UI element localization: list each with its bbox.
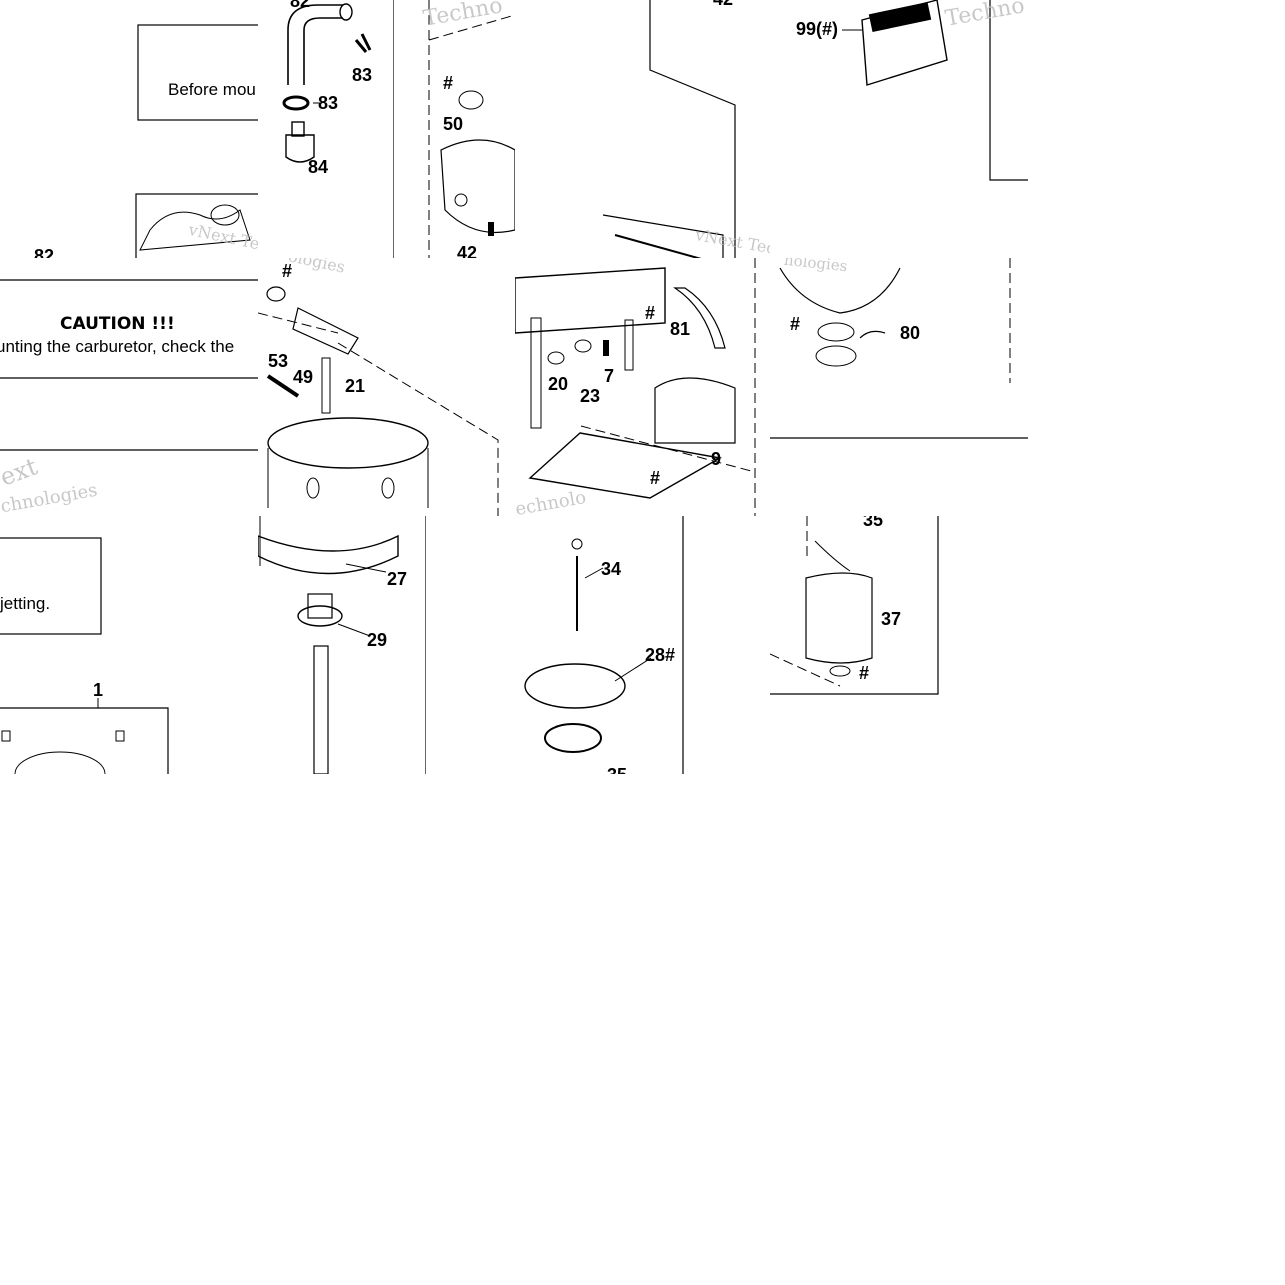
callout-83-a: 83 bbox=[352, 65, 373, 85]
callout-83-b: 83 bbox=[318, 93, 339, 113]
callout-29: 29 bbox=[367, 630, 388, 650]
callout-82-left: 82 bbox=[34, 246, 55, 258]
tile-cover-35-37: 35 37 # bbox=[770, 516, 1028, 774]
callout-53: 53 bbox=[268, 351, 289, 371]
callout-23: 23 bbox=[580, 386, 601, 406]
tile-hose-parts: 82 83 83 84 bbox=[258, 0, 393, 258]
caution-tile: CAUTION !!! unting the carburetor, check… bbox=[0, 258, 258, 516]
tile-top-frame: 42 vNext Tec bbox=[515, 0, 770, 258]
tile-carb-body-top: # 50 42 Techno bbox=[393, 0, 515, 258]
tile-needle-34-28: # 34 28# 35 bbox=[425, 516, 770, 774]
jetting-frame bbox=[0, 537, 169, 774]
frame-lines bbox=[602, 0, 736, 258]
callout-81: 81 bbox=[670, 319, 691, 339]
callout-42-top: 42 bbox=[713, 0, 733, 8]
callout-7: 7 bbox=[604, 366, 615, 386]
caution-body: unting the carburetor, check the bbox=[0, 337, 235, 356]
callout-27: 27 bbox=[387, 569, 408, 589]
tile-jets-53-49-21: # 53 49 21 ologies bbox=[258, 258, 515, 516]
carb-body-drawing bbox=[393, 0, 515, 258]
callout-9: 9 bbox=[711, 449, 722, 469]
callout-hash-50: # bbox=[443, 73, 454, 93]
tile-fitting-80: # 80 nologies bbox=[770, 258, 1028, 516]
callout-hash-53: # bbox=[282, 261, 293, 281]
needle-valve-drawing bbox=[515, 258, 756, 516]
tile-jetting-note: jetting. 1 bbox=[0, 516, 258, 774]
callout-99: 99(#) bbox=[796, 19, 839, 39]
callout-37: 37 bbox=[881, 609, 902, 629]
bowl-drawing bbox=[258, 516, 399, 774]
callout-hash-37: # bbox=[859, 663, 870, 683]
hose-drawing bbox=[282, 3, 372, 163]
caution-title: CAUTION !!! bbox=[60, 314, 175, 334]
note-jetting: jetting. bbox=[0, 594, 51, 613]
callout-80: 80 bbox=[900, 323, 921, 343]
callout-hash-81: # bbox=[645, 303, 656, 323]
callout-42: 42 bbox=[457, 243, 478, 258]
callout-20: 20 bbox=[548, 374, 569, 394]
callout-84: 84 bbox=[308, 157, 329, 177]
callout-49: 49 bbox=[293, 367, 314, 387]
callout-34: 34 bbox=[601, 559, 622, 579]
note-before-mounting: Before mou bbox=[168, 80, 256, 99]
callout-50: 50 bbox=[443, 114, 464, 134]
note-frame bbox=[135, 24, 258, 258]
tile-needle-valve: 81 # 20 7 23 9 # echnolo bbox=[515, 258, 770, 516]
callout-hash-9: # bbox=[650, 468, 661, 488]
callout-1: 1 bbox=[93, 680, 104, 700]
cover-drawing bbox=[770, 516, 939, 695]
callout-21: 21 bbox=[345, 376, 366, 396]
callout-hash-80: # bbox=[790, 314, 801, 334]
needle-drawing bbox=[425, 516, 684, 774]
decal-drawing bbox=[842, 0, 1028, 181]
callout-35-bottom: 35 bbox=[607, 766, 627, 774]
callout-35: 35 bbox=[863, 516, 884, 530]
jets-drawing bbox=[258, 286, 499, 516]
callout-28: 28# bbox=[645, 645, 676, 665]
callout-82: 82 bbox=[290, 0, 311, 11]
tile-decal: 99(#) Techno bbox=[770, 0, 1028, 258]
caution-frame bbox=[0, 279, 258, 451]
note-tile-top-left: Before mou 82 vNext Tec bbox=[0, 0, 258, 258]
tile-bowl-27-29: 27 29 bbox=[258, 516, 425, 774]
fitting-drawing bbox=[770, 258, 1028, 439]
